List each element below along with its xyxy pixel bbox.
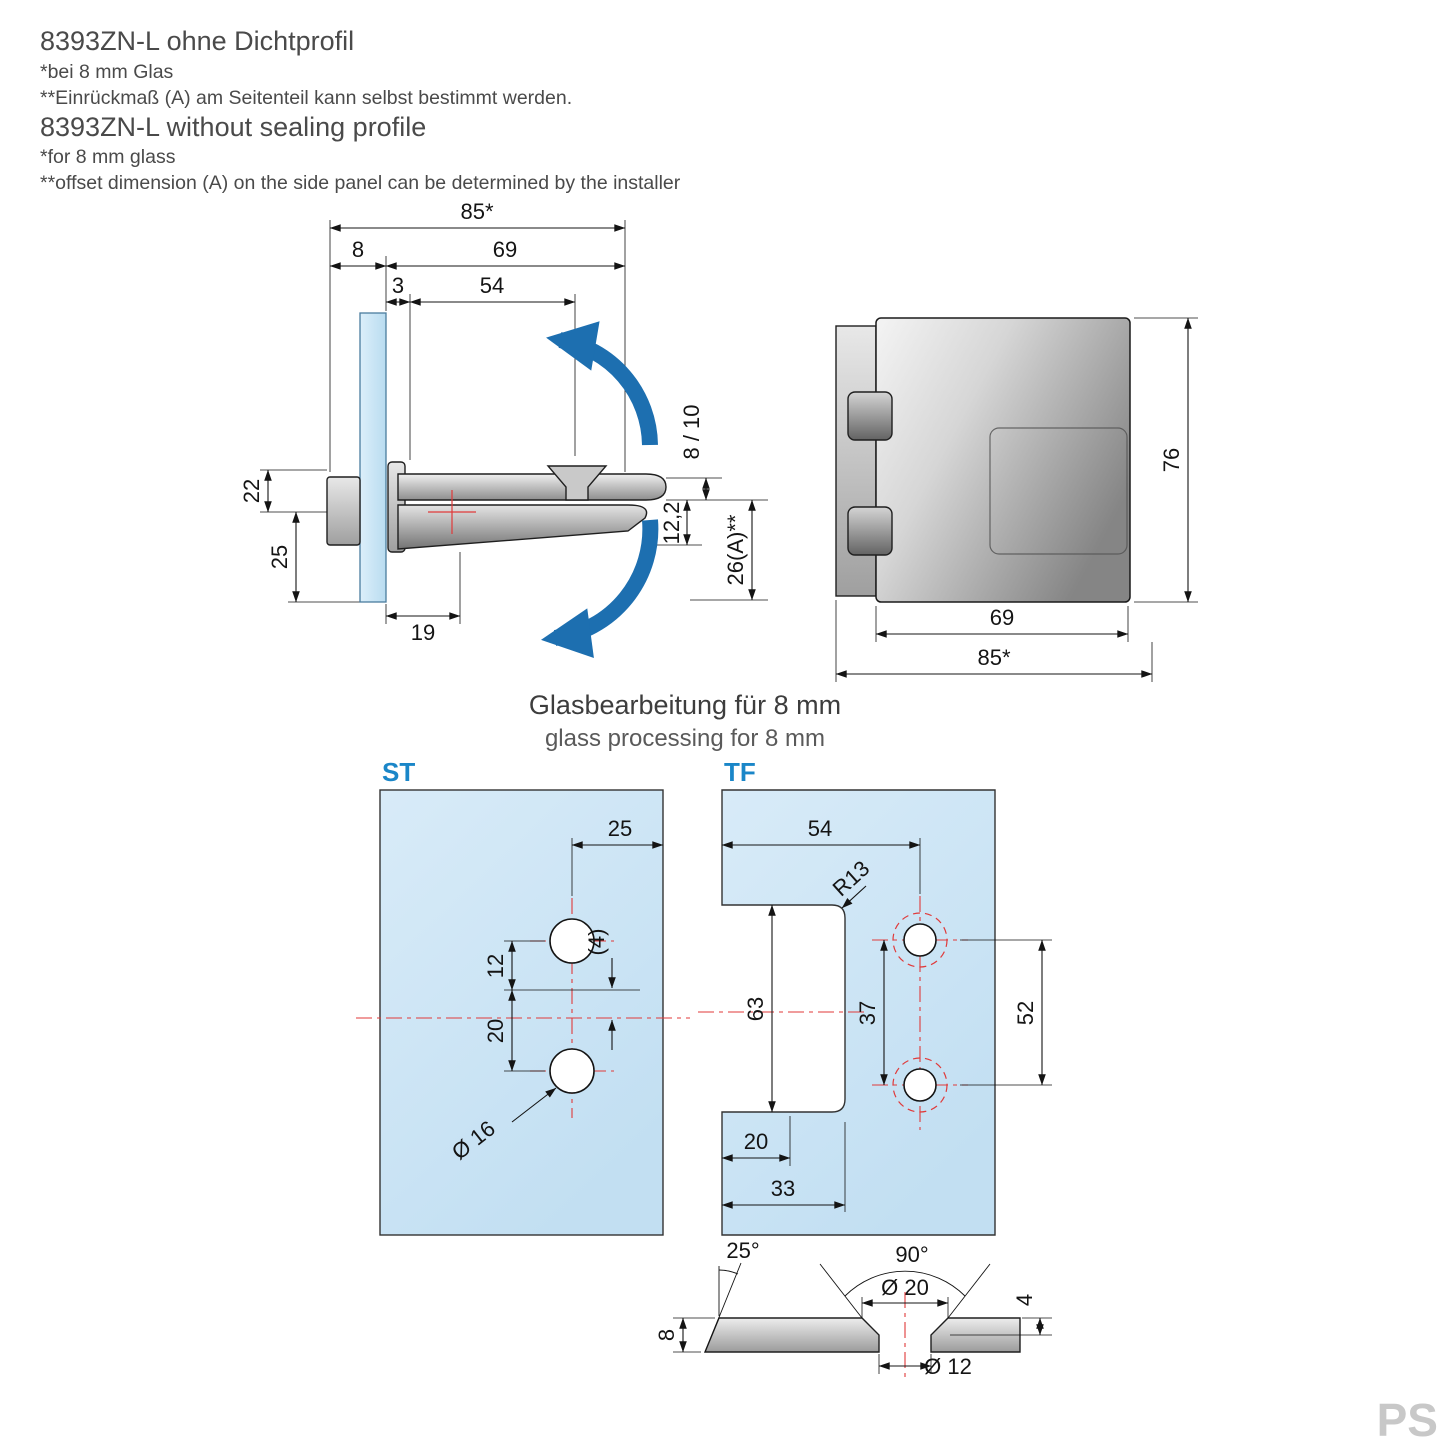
dim-label-dia20: Ø 20 xyxy=(881,1275,929,1300)
dim-label-37: 37 xyxy=(855,1001,880,1025)
note-offset-german: **Einrückmaß (A) am Seitenteil kann selb… xyxy=(40,87,572,109)
counterbore-top xyxy=(892,912,948,968)
lower-arm xyxy=(397,504,648,550)
dim-label-22: 22 xyxy=(239,479,264,503)
dim-label-52: 52 xyxy=(1013,1001,1038,1025)
dimension-lines xyxy=(835,317,1192,678)
dimension-lines xyxy=(721,841,1046,1209)
dim-label-25: 25 xyxy=(267,545,292,569)
dim-label-63: 63 xyxy=(743,997,768,1021)
dim-label-12-st: 12 xyxy=(483,954,508,978)
dim-label-8-detail: 8 xyxy=(654,1329,679,1341)
dim-label-26A: 26(A)** xyxy=(723,514,748,585)
dim-label-90deg: 90° xyxy=(895,1242,928,1267)
glass-processing-heading: Glasbearbeitung für 8 mm glass processin… xyxy=(529,690,841,752)
dim-label-25deg: 25° xyxy=(726,1238,759,1263)
dim-label-dia12: Ø 12 xyxy=(924,1354,972,1379)
upper-arm xyxy=(397,473,667,501)
clamp-block xyxy=(326,476,361,546)
title-english: 8393ZN-L without sealing profile xyxy=(40,112,426,142)
dim-label-20-tf: 20 xyxy=(744,1129,768,1154)
note-glass-english: *for 8 mm glass xyxy=(40,146,176,168)
dim-label-85: 85* xyxy=(460,199,493,224)
countersink-detail: 25° 90° Ø 20 4 8 Ø 12 xyxy=(654,1238,1052,1379)
rotation-arrow-up-icon xyxy=(546,321,658,446)
dim-label-33-tf: 33 xyxy=(771,1176,795,1201)
pivot-cylinder-bottom xyxy=(847,506,893,556)
glass-section-left xyxy=(703,1317,880,1353)
extension-lines xyxy=(789,838,1052,1212)
dim-label-20-st: 20 xyxy=(483,1019,508,1043)
dimension-lines xyxy=(508,841,664,1123)
dim-label-offset-4: (4) xyxy=(584,929,609,956)
drill-hole-top xyxy=(549,918,595,964)
front-view: 76 69 85* xyxy=(835,317,1198,682)
glass-panel-side xyxy=(359,312,387,603)
countersunk-screw xyxy=(546,465,608,501)
dimension-lines xyxy=(679,1299,1044,1370)
drill-hole-top xyxy=(903,923,937,957)
tf-label: TF xyxy=(724,757,756,787)
drill-hole-bottom xyxy=(903,1068,937,1102)
dim-label-76: 76 xyxy=(1159,448,1184,472)
dim-label-8: 8 xyxy=(352,237,364,262)
dim-label-54: 54 xyxy=(480,273,504,298)
dim-label-69-front: 69 xyxy=(990,605,1014,630)
dim-label-19: 19 xyxy=(411,620,435,645)
side-view: 85* 8 69 3 54 22 25 19 8 / 10 12,2 26(A)… xyxy=(239,199,768,658)
dim-label-69: 69 xyxy=(493,237,517,262)
dim-label-4: 4 xyxy=(1012,1294,1037,1306)
dim-label-54-tf: 54 xyxy=(808,816,832,841)
st-label: ST xyxy=(382,757,415,787)
dim-label-8-10: 8 / 10 xyxy=(679,404,704,459)
rotation-arrow-down-icon xyxy=(540,519,659,658)
heading-german: Glasbearbeitung für 8 mm xyxy=(529,690,841,720)
title-german: 8393ZN-L ohne Dichtprofil xyxy=(40,26,354,56)
construction-lines xyxy=(704,1262,991,1353)
cover-plate-seam xyxy=(989,427,1128,555)
brand-watermark: PS xyxy=(1377,1394,1438,1445)
st-panel-drawing: ST 25 12 20 (4) Ø 16 xyxy=(356,757,690,1236)
dim-label-3: 3 xyxy=(392,273,404,298)
note-offset-english: **offset dimension (A) on the side panel… xyxy=(40,172,681,194)
drill-hole-bottom xyxy=(549,1048,595,1094)
pivot-centermark xyxy=(428,490,476,534)
dim-label-85-front: 85* xyxy=(977,645,1010,670)
hinge-body xyxy=(875,317,1131,603)
pivot-cylinder-top xyxy=(847,391,893,441)
note-glass-german: *bei 8 mm Glas xyxy=(40,61,174,83)
dim-label-12-2: 12,2 xyxy=(659,502,684,545)
heading-english: glass processing for 8 mm xyxy=(545,725,825,752)
counterbore-bottom xyxy=(892,1057,948,1113)
st-glass-panel xyxy=(379,789,664,1236)
tf-panel-drawing: TF 54 R13 63 37 52 20 33 xyxy=(698,757,1052,1236)
dimension-lines xyxy=(264,224,756,620)
dim-label-25-st: 25 xyxy=(608,816,632,841)
header: 8393ZN-L ohne Dichtprofil *bei 8 mm Glas… xyxy=(40,26,681,194)
